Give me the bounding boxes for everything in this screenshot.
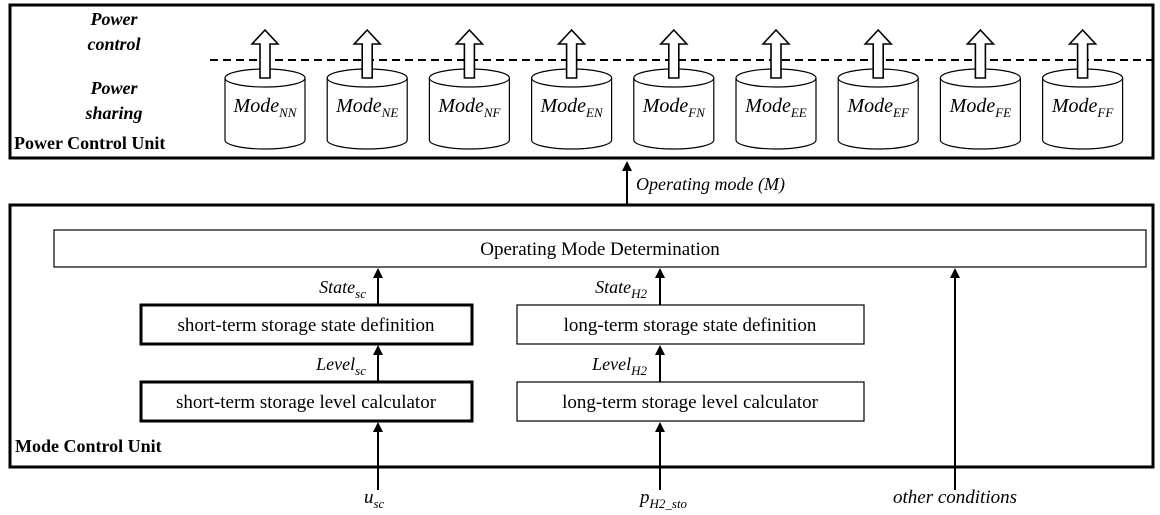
operating-mode-determination-label: Operating Mode Determination xyxy=(480,239,720,260)
mode-control-unit-label: Mode Control Unit xyxy=(15,436,162,456)
mode-cylinder-body xyxy=(531,78,613,150)
power-control-label-line2: control xyxy=(87,34,140,54)
mode-ff: ModeFF xyxy=(1041,28,1124,150)
mode-fn: ModeFN xyxy=(633,28,715,150)
mode-label: ModeFN xyxy=(642,95,706,120)
power-control-output-arrow xyxy=(761,28,791,79)
mode-control-unit-box xyxy=(8,203,1155,469)
short-term-state-label: short-term storage state definition xyxy=(178,315,435,336)
power-sharing-label-line1: Power xyxy=(90,78,139,98)
mode-ne: ModeNE xyxy=(326,28,408,150)
long-term-state-label: long-term storage state definition xyxy=(564,315,817,336)
power-control-output-arrow xyxy=(250,28,280,79)
power-control-output-arrow xyxy=(352,28,383,79)
mode-label: ModeFE xyxy=(949,95,1011,120)
state-h2-label: StateH2 xyxy=(595,277,647,301)
mode-label: ModeNN xyxy=(233,95,298,120)
short-term-level-label: short-term storage level calculator xyxy=(176,392,437,413)
power-control-unit-box xyxy=(8,3,1155,160)
mode-label: ModeEN xyxy=(540,95,604,120)
operating-mode-label: Operating mode (M) xyxy=(636,174,785,195)
power-control-output-arrow xyxy=(658,28,689,79)
power-control-output-arrow xyxy=(454,28,485,79)
power-control-label-line1: Power xyxy=(90,9,139,29)
input-p-h2-sto-label: pH2_sto xyxy=(638,487,688,511)
level-h2-label: LevelH2 xyxy=(591,354,647,378)
power-control-output-arrow xyxy=(965,28,996,79)
mode-ee: ModeEE xyxy=(735,28,817,150)
mode-fe: ModeFE xyxy=(939,28,1022,150)
mode-label: ModeNE xyxy=(335,95,398,120)
mode-cylinder-body xyxy=(837,78,919,150)
power-sharing-label-line2: sharing xyxy=(84,103,142,123)
short-term-level-box xyxy=(139,380,474,423)
power-control-unit-label: Power Control Unit xyxy=(14,133,165,153)
mode-label: ModeEF xyxy=(846,95,909,120)
operating-mode-determination-box xyxy=(53,229,1147,268)
mode-cylinder-body xyxy=(735,78,817,150)
mode-cylinder-body xyxy=(428,78,510,150)
power-control-output-arrow xyxy=(556,28,587,79)
mode-en: ModeEN xyxy=(530,28,613,150)
level-sc-label: Levelsc xyxy=(315,354,366,378)
mode-label: ModeEE xyxy=(744,95,806,120)
mode-label: ModeFF xyxy=(1051,95,1114,120)
short-term-state-box xyxy=(139,303,474,346)
other-conditions-label: other conditions xyxy=(893,487,1017,508)
power-control-output-arrow xyxy=(863,28,894,79)
mode-cylinder-body xyxy=(1042,78,1124,150)
power-control-output-arrow xyxy=(1067,28,1098,79)
mode-nn: ModeNN xyxy=(224,28,306,150)
mode-ef: ModeEF xyxy=(837,28,919,150)
mode-cylinder-body xyxy=(326,78,408,150)
mode-cylinder-body xyxy=(633,78,715,150)
long-term-level-box xyxy=(516,381,865,422)
input-u-sc-label: usc xyxy=(364,487,385,511)
mode-cylinder-body xyxy=(939,78,1021,150)
mode-label: ModeNF xyxy=(437,95,501,120)
mode-nf: ModeNF xyxy=(428,28,510,150)
mode-cylinder-body xyxy=(224,78,306,150)
state-sc-label: Statesc xyxy=(319,277,366,301)
long-term-level-label: long-term storage level calculator xyxy=(562,392,819,413)
long-term-state-box xyxy=(516,304,865,345)
mode-cylinders: ModeNN ModeNE ModeNF ModeEN ModeFN ModeEE Mode… xyxy=(224,28,1124,150)
